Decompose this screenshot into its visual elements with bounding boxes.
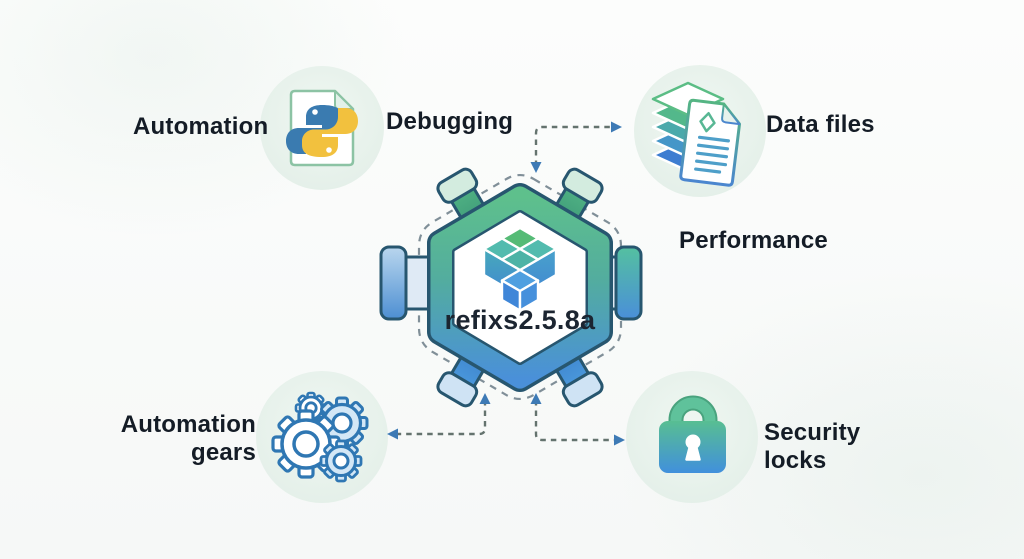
connector-arrowheads-bottom-right: [530, 393, 625, 446]
gears-icon: [271, 391, 369, 483]
label-security-locks-line1: Security: [764, 419, 861, 446]
center-module-label: refixs2.5.8a: [444, 305, 596, 335]
label-data-files: Data files: [766, 111, 875, 138]
connector-arrowheads-bottom-left: [387, 393, 491, 440]
label-automation: Automation: [133, 113, 269, 140]
label-automation-gears-line1: Automation: [120, 411, 256, 438]
data-files-stack-icon: [651, 81, 742, 187]
connector-center-to-lock: [534, 400, 616, 442]
connector-center-to-gears: [394, 400, 487, 436]
label-security-locks-line2: locks: [764, 447, 827, 474]
padlock-icon: [659, 395, 726, 473]
connector-arrowheads-top: [530, 121, 622, 173]
label-automation-gears: Automation gears: [90, 411, 256, 467]
label-debugging: Debugging: [386, 108, 514, 135]
python-file-icon: [286, 89, 358, 167]
cube-stack-icon: [482, 226, 558, 312]
label-performance: Performance: [679, 227, 828, 254]
label-automation-gears-line2: gears: [190, 439, 256, 466]
label-security-locks: Security locks: [764, 419, 934, 475]
connector-center-to-data-files: [534, 125, 612, 166]
